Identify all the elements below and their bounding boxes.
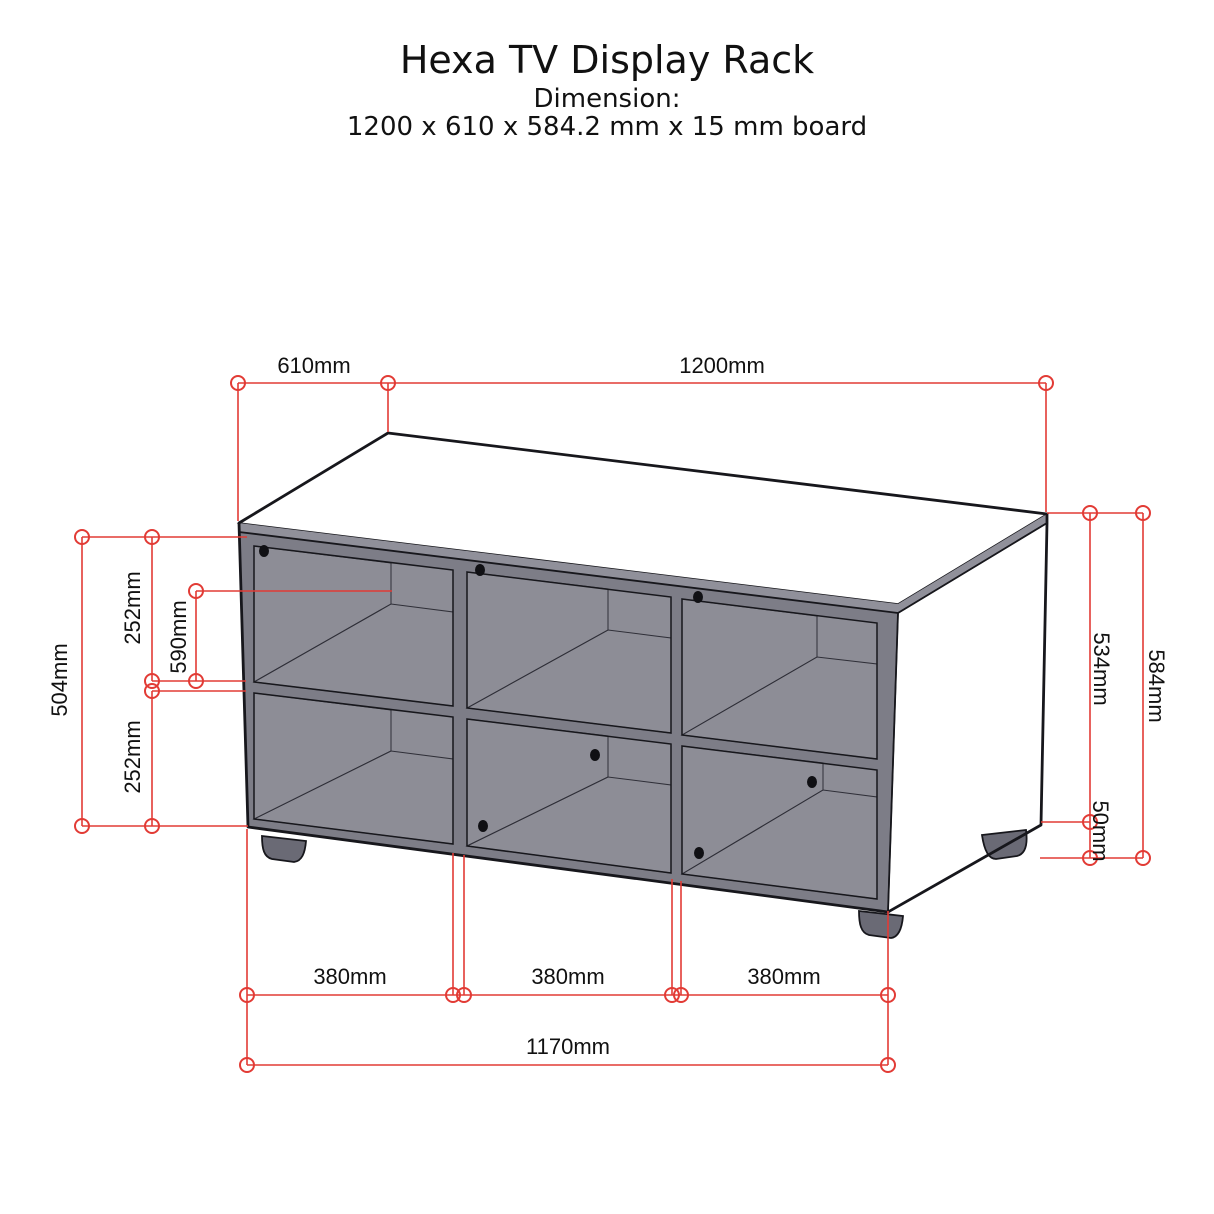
dim-top-width-depth	[230, 375, 1054, 521]
drawing-title: Hexa TV Display Rack	[399, 38, 815, 82]
cubby-top-left	[252, 545, 454, 707]
top-board-edge-front	[239, 523, 898, 613]
dim-label-inner-depth: 590mm	[166, 600, 191, 674]
cabinet-feet	[261, 829, 1028, 939]
dim-label-overall-height: 584mm	[1144, 649, 1169, 723]
dim-label-body-height: 534mm	[1089, 632, 1114, 706]
tv-rack-cabinet	[236, 431, 1050, 939]
dim-label-width: 1200mm	[679, 353, 765, 378]
cubby-openings	[252, 545, 878, 900]
foot-front-left	[261, 834, 307, 863]
dim-label-depth: 610mm	[277, 353, 351, 378]
dimension-lines	[74, 375, 1151, 1073]
dim-right-heights	[1040, 505, 1151, 866]
dim-bottom-widths	[239, 829, 896, 1073]
dim-label-inner-width: 1170mm	[526, 1034, 610, 1059]
overall-dimensions: 1200 x 610 x 584.2 mm x 15 mm board	[346, 112, 868, 142]
cabinet-silhouette	[237, 431, 1049, 914]
cubby-bottom-middle	[465, 718, 672, 874]
cubby-bottom-right	[680, 745, 878, 900]
screw-holes	[259, 545, 817, 859]
top-board-edge-right	[898, 514, 1047, 613]
dim-label-bay2-width: 380mm	[531, 964, 605, 989]
cubby-bottom-left	[252, 692, 454, 845]
dim-label-lower-opening-height: 252mm	[120, 720, 145, 794]
dim-label-leg-height: 50mm	[1088, 800, 1113, 862]
dim-label-bay1-width: 380mm	[313, 964, 387, 989]
right-side-face	[887, 521, 1048, 914]
dim-label-bay3-width: 380mm	[747, 964, 821, 989]
dimension-heading: Dimension:	[533, 84, 681, 114]
cubby-top-middle	[465, 571, 672, 734]
cubby-top-right	[680, 598, 878, 760]
foot-front-right	[858, 909, 904, 939]
dim-left-heights	[74, 529, 392, 834]
dim-label-inner-height: 504mm	[47, 643, 72, 717]
dim-label-upper-opening-height: 252mm	[120, 571, 145, 645]
